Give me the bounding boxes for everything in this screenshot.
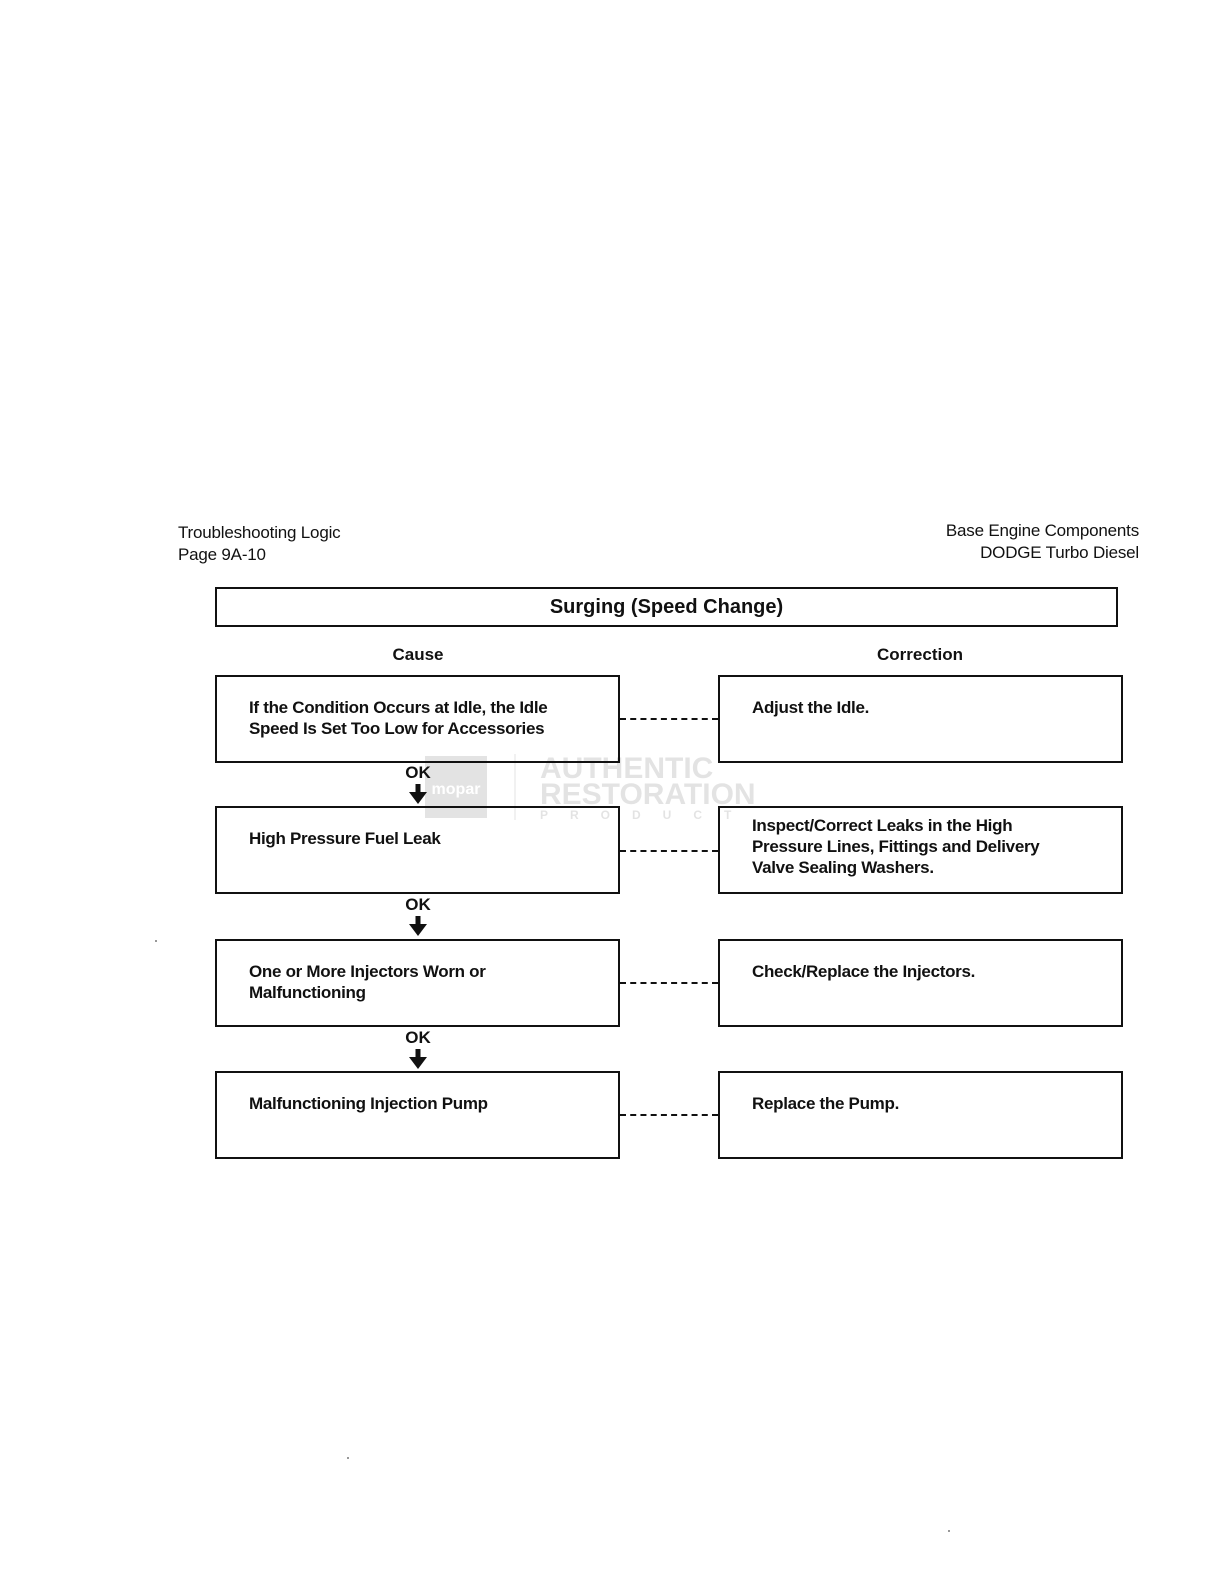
scan-speck bbox=[948, 1530, 950, 1532]
cause-text-2a: High Pressure Fuel Leak bbox=[249, 829, 441, 848]
correction-box-4: Replace the Pump. bbox=[718, 1071, 1123, 1159]
header-right: Base Engine Components DODGE Turbo Diese… bbox=[946, 520, 1139, 564]
cause-text-1b: Speed Is Set Too Low for Accessories bbox=[249, 719, 545, 738]
correction-box-3: Check/Replace the Injectors. bbox=[718, 939, 1123, 1027]
correction-text-1a: Adjust the Idle. bbox=[752, 698, 870, 717]
down-arrow-icon bbox=[409, 784, 427, 804]
correction-box-1: Adjust the Idle. bbox=[718, 675, 1123, 763]
page-number: Page 9A-10 bbox=[178, 545, 266, 564]
chart-title: Surging (Speed Change) bbox=[549, 595, 784, 618]
dashed-connector-3 bbox=[620, 982, 718, 984]
correction-box-2: Inspect/Correct Leaks in the High Pressu… bbox=[718, 806, 1123, 894]
correction-text-2c: Valve Sealing Washers. bbox=[752, 858, 934, 877]
correction-text-2b: Pressure Lines, Fittings and Delivery bbox=[752, 837, 1040, 856]
scan-speck bbox=[347, 1457, 349, 1459]
chart-title-box: Surging (Speed Change) bbox=[215, 587, 1118, 627]
cause-column-heading: Cause bbox=[392, 645, 444, 664]
correction-column-heading: Correction bbox=[877, 645, 963, 664]
ok-label-2: OK bbox=[405, 895, 431, 914]
dashed-connector-1 bbox=[620, 718, 718, 720]
ok-label-3: OK bbox=[405, 1028, 431, 1047]
chapter-title: Base Engine Components bbox=[945, 521, 1139, 540]
down-arrow-icon bbox=[409, 916, 427, 936]
cause-text-3a: One or More Injectors Worn or bbox=[249, 962, 486, 981]
correction-text-4a: Replace the Pump. bbox=[752, 1094, 899, 1113]
cause-box-2: High Pressure Fuel Leak bbox=[215, 806, 620, 894]
down-arrow-icon bbox=[409, 1049, 427, 1069]
ok-label-1: OK bbox=[405, 763, 431, 782]
cause-text-3b: Malfunctioning bbox=[249, 983, 366, 1002]
correction-text-3a: Check/Replace the Injectors. bbox=[752, 962, 976, 981]
cause-box-1: If the Condition Occurs at Idle, the Idl… bbox=[215, 675, 620, 763]
svg-text:mopar: mopar bbox=[432, 781, 481, 798]
scan-speck bbox=[155, 940, 157, 942]
vehicle-model: DODGE Turbo Diesel bbox=[980, 543, 1139, 562]
dashed-connector-2 bbox=[620, 850, 718, 852]
header-left: Troubleshooting Logic Page 9A-10 bbox=[178, 522, 341, 566]
cause-box-4: Malfunctioning Injection Pump bbox=[215, 1071, 620, 1159]
cause-box-3: One or More Injectors Worn or Malfunctio… bbox=[215, 939, 620, 1027]
cause-text-4a: Malfunctioning Injection Pump bbox=[249, 1094, 488, 1113]
section-title: Troubleshooting Logic bbox=[178, 523, 341, 542]
correction-text-2a: Inspect/Correct Leaks in the High bbox=[752, 816, 1013, 835]
cause-text-1a: If the Condition Occurs at Idle, the Idl… bbox=[249, 698, 548, 717]
dashed-connector-4 bbox=[620, 1114, 718, 1116]
